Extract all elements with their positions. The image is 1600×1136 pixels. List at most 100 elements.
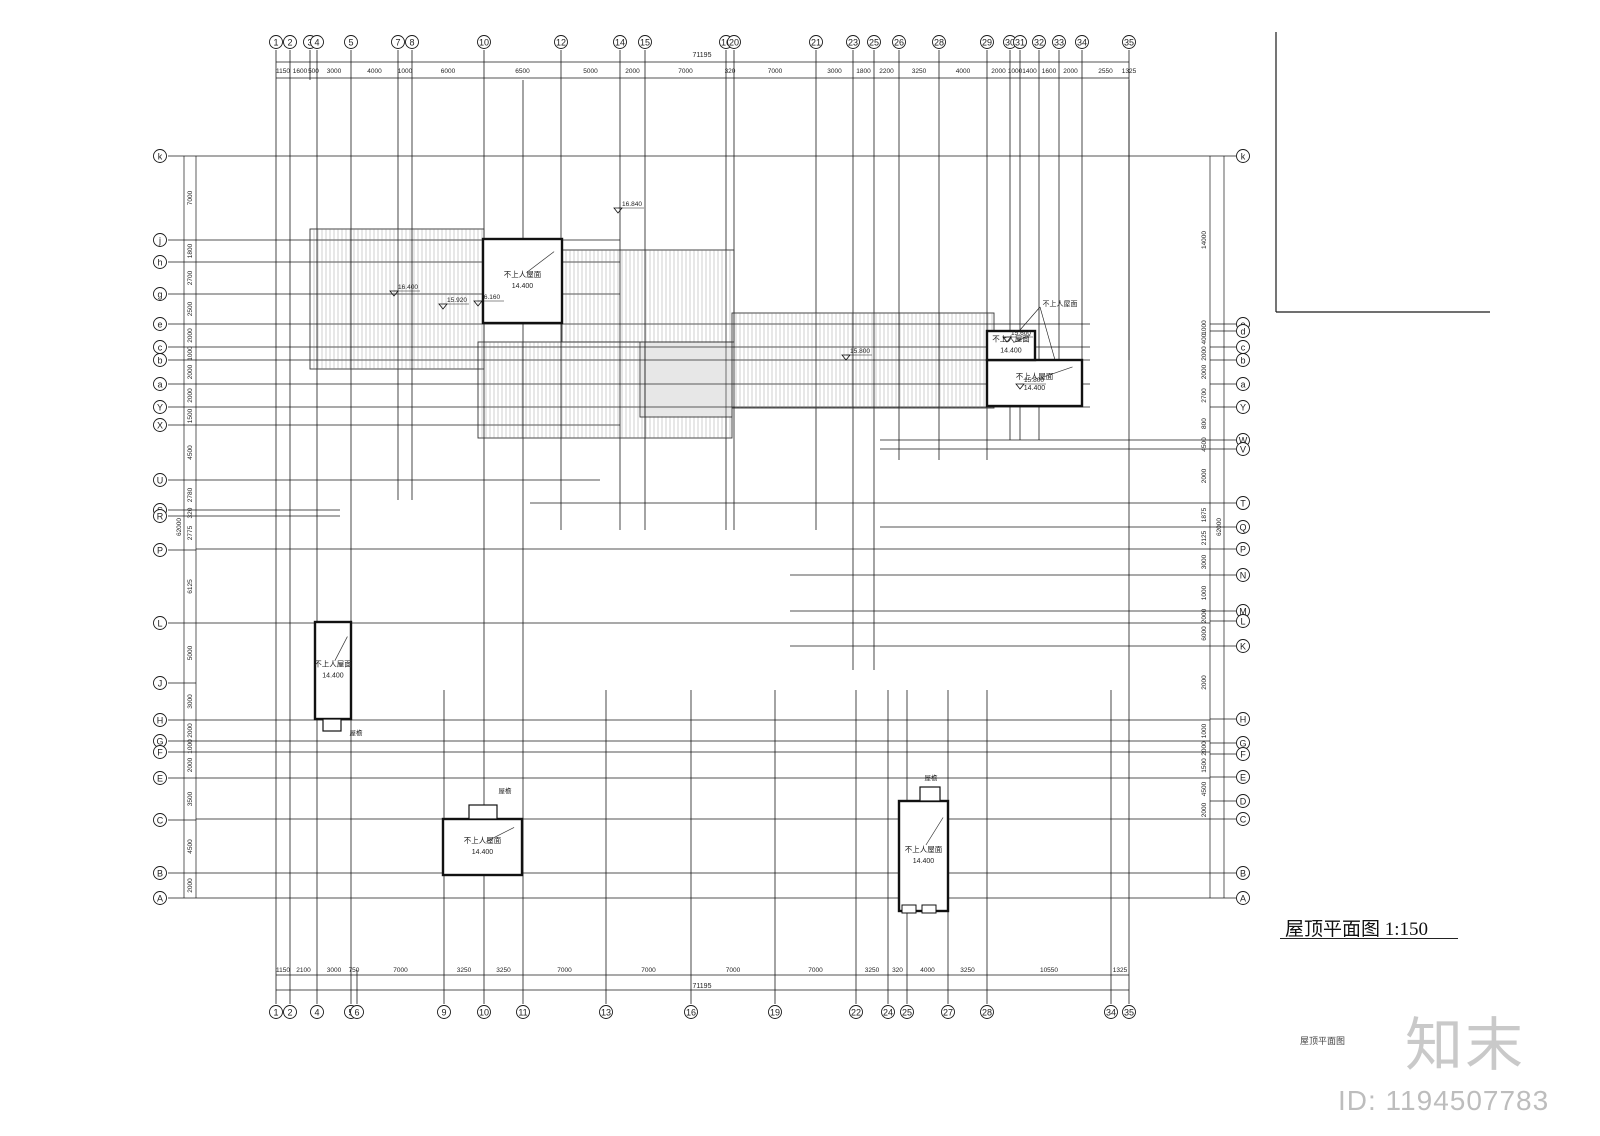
roof-room-5	[985, 358, 1084, 408]
right-axis-P-circle	[1236, 542, 1250, 556]
top-dim: 2200	[879, 68, 894, 75]
right-axis-B-circle	[1236, 866, 1250, 880]
top-axis-15-label: 15	[640, 38, 650, 48]
right-axis-b-circle	[1236, 353, 1250, 367]
top-axis-32-label: 32	[1034, 38, 1044, 48]
bottom-overall-dim: 71195	[693, 983, 712, 990]
bottom-axis-1-circle	[269, 1005, 283, 1019]
roof-room-3-label: 不上人屋面	[464, 836, 502, 845]
bottom-dim: 1150	[276, 967, 290, 974]
top-dim: 2550	[1098, 68, 1113, 75]
right-axis-E-circle	[1236, 770, 1250, 784]
bottom-axis-6-label: 6	[354, 1008, 359, 1018]
right-dim: 2000	[1201, 802, 1208, 817]
top-axis-29-circle	[980, 35, 994, 49]
roof-room-4-label: 不上人屋面	[905, 845, 943, 854]
bottom-axis-28-label: 28	[982, 1008, 992, 1018]
top-axis-20-circle	[727, 35, 741, 49]
right-dim: 4500	[1201, 437, 1208, 452]
left-dim: 3500	[187, 791, 194, 806]
bottom-dim: 3250	[960, 967, 975, 974]
right-dim: 14000	[1201, 231, 1208, 249]
left-dim: 2000	[187, 388, 194, 403]
top-dim: 1150	[276, 68, 290, 75]
right-axis-G-label: G	[1239, 739, 1246, 749]
left-dim: 1000	[187, 739, 194, 754]
elevation-marker	[613, 207, 623, 214]
top-axis-7-label: 7	[395, 38, 400, 48]
right-axis-V-label: V	[1240, 445, 1246, 455]
left-axis-A-circle	[153, 891, 167, 905]
left-dim: 2000	[187, 328, 194, 343]
left-dim: 4500	[187, 445, 194, 460]
left-axis-P-label: P	[157, 546, 163, 556]
bottom-axis-16-circle	[684, 1005, 698, 1019]
left-axis-b-label: b	[157, 356, 162, 366]
roof-room-1-slope-arrow	[526, 251, 555, 273]
top-dim: 4000	[367, 68, 382, 75]
top-dim: 6500	[515, 68, 530, 75]
right-axis-b-label: b	[1240, 356, 1245, 366]
bottom-dim: 320	[892, 967, 903, 974]
top-axis-7-circle	[391, 35, 405, 49]
right-axis-H-circle	[1236, 712, 1250, 726]
right-dim: 2000	[1201, 608, 1208, 623]
stair-cap-1	[468, 804, 498, 820]
elevation-value: 16.840	[622, 201, 642, 208]
right-dim: 6000	[1201, 626, 1208, 641]
top-axis-14-label: 14	[615, 38, 625, 48]
roof-room-5-slope-arrow	[1039, 366, 1073, 379]
bottom-axis-22-circle	[849, 1005, 863, 1019]
stair-label-3: 屋檐	[350, 728, 364, 737]
bottom-dim: 7000	[641, 967, 656, 974]
elevation-value: 15.920	[447, 297, 467, 304]
elevation-value: 15.800	[1024, 377, 1044, 384]
top-axis-23-circle	[846, 35, 860, 49]
left-axis-Y-circle	[153, 400, 167, 414]
right-axis-P-label: P	[1240, 545, 1246, 555]
right-dim: 800	[1201, 418, 1208, 429]
elevation-marker	[438, 303, 448, 310]
left-axis-B-circle	[153, 866, 167, 880]
top-axis-30-label: 30	[1005, 38, 1015, 48]
roof-room-6	[985, 329, 1037, 362]
top-axis-34-label: 34	[1077, 38, 1087, 48]
left-axis-h-label: h	[157, 258, 162, 268]
left-axis-L-circle	[153, 616, 167, 630]
top-axis-28-label: 28	[934, 38, 944, 48]
bottom-dim: 3250	[457, 967, 472, 974]
left-dim: 2700	[187, 270, 194, 285]
bottom-axis-9-circle	[437, 1005, 451, 1019]
top-axis-4-circle	[310, 35, 324, 49]
right-axis-C-label: C	[1240, 815, 1247, 825]
right-axis-K-circle	[1236, 639, 1250, 653]
top-axis-35-label: 35	[1124, 38, 1134, 48]
bottom-axis-13-circle	[599, 1005, 613, 1019]
title-underline	[1280, 912, 1458, 939]
left-axis-a-label: a	[157, 380, 162, 390]
left-dim: 2000	[187, 878, 194, 893]
left-axis-a-circle	[153, 377, 167, 391]
right-dim: 2000	[1201, 741, 1208, 756]
top-axis-3-label: 3	[307, 38, 312, 48]
top-axis-32-circle	[1032, 35, 1046, 49]
right-axis-V-circle	[1236, 442, 1250, 456]
top-dim: 3000	[327, 68, 342, 75]
left-axis-A-label: A	[157, 894, 163, 904]
top-dim: 320	[725, 68, 736, 75]
top-dim: 4000	[956, 68, 971, 75]
bottom-axis-27-label: 27	[943, 1008, 953, 1018]
right-axis-a-label: a	[1240, 380, 1245, 390]
small-caption: 屋顶平面图	[1300, 1036, 1346, 1046]
right-dim: 2700	[1201, 388, 1208, 403]
right-axis-A-label: A	[1240, 894, 1246, 904]
roof-room-1-label: 不上人屋面	[504, 270, 542, 279]
top-axis-33-circle	[1052, 35, 1066, 49]
left-axis-E-label: E	[157, 774, 163, 784]
left-dim: 2000	[187, 723, 194, 738]
top-axis-26-circle	[892, 35, 906, 49]
right-dim: 3000	[1201, 554, 1208, 569]
right-dim: 2000	[1201, 346, 1208, 361]
stair-cap-4a	[901, 904, 917, 914]
